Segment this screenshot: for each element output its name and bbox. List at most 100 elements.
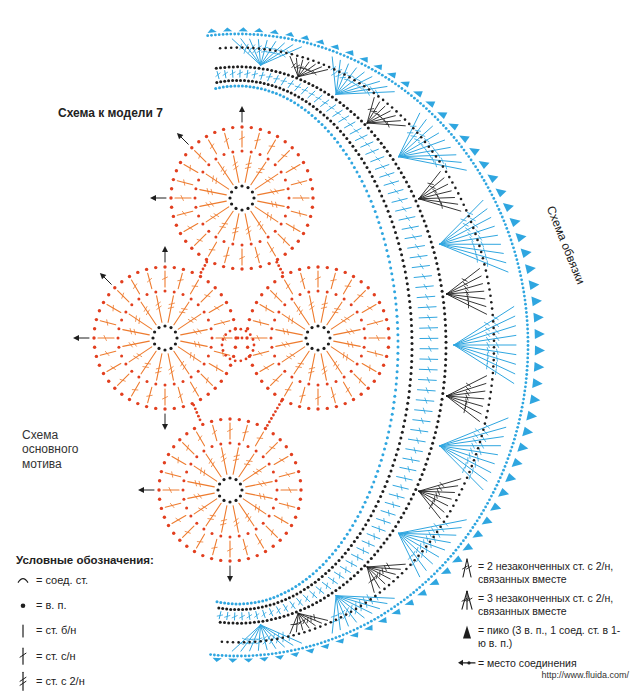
stitch-tick — [242, 638, 247, 640]
chain-dot — [253, 621, 256, 624]
chain-dot — [275, 261, 278, 264]
chain-dot — [353, 113, 356, 116]
chain-dot — [393, 290, 396, 293]
chain-dot — [302, 161, 305, 164]
chain-dot — [225, 301, 228, 304]
chain-dot — [373, 293, 376, 296]
chain-dot — [358, 175, 361, 178]
fan-stitch-black — [447, 384, 486, 397]
motif-stitch — [191, 280, 199, 294]
chain-dot — [373, 380, 376, 383]
stitch-tick — [263, 481, 266, 485]
chain-dot — [217, 607, 220, 610]
stitch-tick — [420, 264, 423, 269]
chain-dot — [342, 104, 345, 107]
chain-dot — [334, 589, 337, 592]
stitch-tick — [178, 394, 182, 398]
fan-stitch-black — [367, 564, 405, 567]
chain-dot — [396, 321, 399, 324]
chain-dot — [408, 390, 411, 393]
stitch-tick — [245, 167, 250, 168]
chain-dot — [269, 604, 272, 607]
stitch-tick — [251, 45, 255, 49]
chain-dot — [308, 575, 311, 578]
stitch-tick — [497, 349, 499, 354]
chain-dot — [182, 380, 185, 383]
stitch-tick — [423, 540, 425, 546]
motif-stitch — [201, 374, 212, 385]
chain-dot — [363, 162, 366, 165]
chain-dot — [234, 327, 237, 330]
chain-dot — [312, 572, 315, 575]
chain-dot — [169, 196, 172, 199]
chain-dot — [120, 280, 123, 283]
stitch-tick — [206, 203, 209, 207]
stitch-tick — [298, 363, 304, 365]
chain-dot — [233, 608, 236, 611]
chain-dot — [207, 319, 210, 322]
chain-dot — [275, 498, 278, 501]
chain-dot — [257, 600, 260, 603]
chain-dot — [214, 157, 217, 160]
chain-dot — [219, 621, 222, 624]
chain-dot — [226, 85, 229, 88]
stitch-tick — [260, 320, 261, 325]
border-stitch — [327, 105, 336, 111]
stitch-tick — [420, 134, 425, 136]
chain-dot — [249, 333, 252, 336]
chain-dot — [387, 255, 390, 258]
motif-stitch — [177, 181, 192, 185]
stitch-tick — [271, 190, 274, 194]
motif-stitch — [362, 364, 376, 372]
fan-stitch — [454, 326, 516, 345]
stitch-tick — [331, 394, 335, 398]
stitch-tick — [441, 203, 443, 209]
stitch-tick — [374, 534, 375, 540]
chain-dot — [252, 196, 255, 199]
motif-stitch — [100, 321, 115, 325]
chain-dot — [210, 327, 213, 330]
stitch-tick — [411, 136, 416, 137]
stitch-tick — [248, 517, 251, 522]
motif-stitch — [310, 354, 315, 381]
chain-dot — [286, 90, 289, 93]
chain-dot — [421, 214, 424, 217]
stitch-tick — [263, 640, 267, 644]
chain-dot — [425, 225, 428, 228]
chain-dot — [205, 261, 208, 264]
chain-dot — [370, 200, 373, 203]
chain-dot — [195, 522, 198, 525]
chain-dot — [444, 358, 447, 361]
motif-stitch — [132, 382, 140, 396]
chain-dot — [407, 288, 410, 291]
stitch-tick — [322, 303, 327, 304]
chain-dot — [389, 425, 392, 428]
motif-stitch — [225, 247, 229, 262]
chain-dot — [92, 336, 95, 339]
motif-stitch — [268, 242, 276, 256]
fan-stitch — [261, 625, 268, 650]
chain-dot — [299, 479, 302, 482]
stitch-tick — [247, 231, 251, 234]
stitch-tick — [169, 488, 171, 493]
stitch-tick — [215, 307, 220, 310]
stitch-tick — [260, 225, 263, 230]
fan-stitch-black — [419, 184, 448, 199]
motif-stitch — [216, 337, 232, 338]
fan-stitch-black — [419, 198, 455, 199]
chain-dot — [234, 186, 237, 189]
fan-stitch-black — [447, 396, 480, 421]
chain-dot — [249, 621, 252, 624]
chain-dot — [414, 488, 417, 491]
chain-dot — [386, 480, 389, 483]
stitch-tick — [246, 163, 251, 164]
motif-stitch — [327, 302, 342, 325]
stitch-tick — [386, 173, 390, 177]
fan-stitch — [399, 157, 467, 171]
chain-dot — [117, 346, 120, 349]
chain-dot — [228, 196, 231, 199]
chain-dot — [230, 202, 233, 205]
chain-dot — [374, 210, 377, 213]
chain-dot — [297, 507, 300, 510]
stitch-tick — [436, 493, 437, 499]
